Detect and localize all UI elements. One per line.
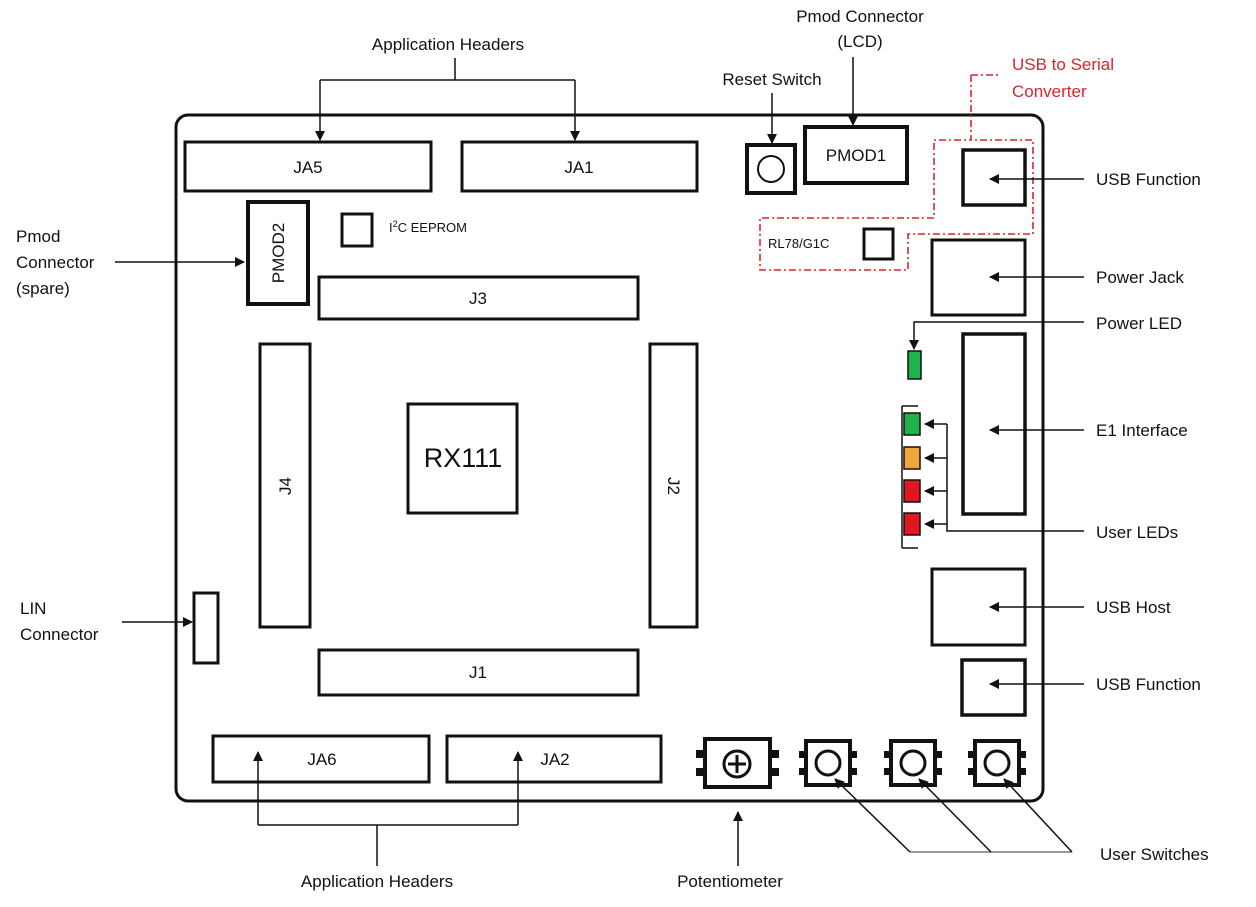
j2-header	[648, 342, 699, 629]
ja1-label: JA1	[564, 158, 593, 177]
ja2-label: JA2	[540, 750, 569, 769]
e1-interface	[961, 332, 1027, 516]
label-application-headers-top: Application Headers	[372, 35, 524, 54]
user-led-1	[903, 412, 921, 436]
eeprom-chip	[340, 212, 374, 248]
label-pmod-spare-3: (spare)	[16, 279, 70, 298]
usb-function-bottom-connector	[960, 658, 1027, 717]
reset-switch	[745, 143, 797, 195]
user-switch-1	[799, 739, 857, 787]
pmod2-label: PMOD2	[269, 223, 288, 283]
ja1-header	[460, 140, 699, 193]
usb-serial-region	[759, 74, 1034, 271]
j1-label: J1	[469, 663, 487, 682]
user-leds	[901, 405, 921, 549]
pmod2-connector	[246, 200, 310, 306]
eeprom-label: I2C EEPROM	[389, 219, 467, 235]
j1-header	[317, 648, 640, 697]
label-usb-host: USB Host	[1096, 598, 1171, 617]
label-user-leds: User LEDs	[1096, 523, 1178, 542]
label-pmod-spare-1: Pmod	[16, 227, 60, 246]
j2-label: J2	[664, 477, 683, 495]
user-switch-3	[968, 739, 1026, 787]
pmod1-label: PMOD1	[826, 146, 886, 165]
ja6-label: JA6	[307, 750, 336, 769]
ja6-header	[211, 734, 431, 784]
callout-arrows	[115, 57, 1084, 866]
ja5-label: JA5	[293, 158, 322, 177]
label-potentiometer: Potentiometer	[677, 872, 783, 891]
user-switch-2	[884, 739, 942, 787]
label-usb-function-top: USB Function	[1096, 170, 1201, 189]
label-application-headers-bottom: Application Headers	[301, 872, 453, 891]
label-user-switches: User Switches	[1100, 845, 1209, 864]
user-led-3	[903, 479, 921, 503]
label-pmod-spare-2: Connector	[16, 253, 95, 272]
rx111-label: RX111	[424, 443, 503, 473]
ja5-header	[183, 140, 433, 193]
pmod1-connector	[803, 125, 909, 185]
label-pmod-lcd-2: (LCD)	[837, 32, 882, 51]
rx111-mcu	[406, 402, 519, 515]
board-outline	[174, 113, 1045, 803]
label-e1-interface: E1 Interface	[1096, 421, 1188, 440]
label-usb-serial-1: USB to Serial	[1012, 55, 1114, 74]
j4-header	[258, 342, 312, 629]
rl78-label: RL78/G1C	[768, 236, 829, 251]
potentiometer	[696, 737, 779, 789]
label-reset-switch: Reset Switch	[722, 70, 821, 89]
user-led-2	[903, 446, 921, 470]
usb-function-top-connector	[961, 148, 1027, 207]
ja2-header	[445, 734, 663, 784]
user-switches-arrows	[834, 778, 1073, 853]
label-lin-1: LIN	[20, 599, 46, 618]
label-usb-serial-2: Converter	[1012, 82, 1087, 101]
label-lin-2: Connector	[20, 625, 99, 644]
label-pmod-lcd-1: Pmod Connector	[796, 7, 924, 26]
rl78-chip	[862, 227, 895, 261]
label-power-led: Power LED	[1096, 314, 1182, 333]
lin-connector	[192, 591, 220, 665]
j3-header	[317, 275, 640, 321]
j4-label: J4	[276, 477, 295, 495]
j3-label: J3	[469, 289, 487, 308]
label-usb-function-bottom: USB Function	[1096, 675, 1201, 694]
power-led	[907, 350, 922, 380]
label-power-jack: Power Jack	[1096, 268, 1184, 287]
user-led-4	[903, 512, 921, 536]
